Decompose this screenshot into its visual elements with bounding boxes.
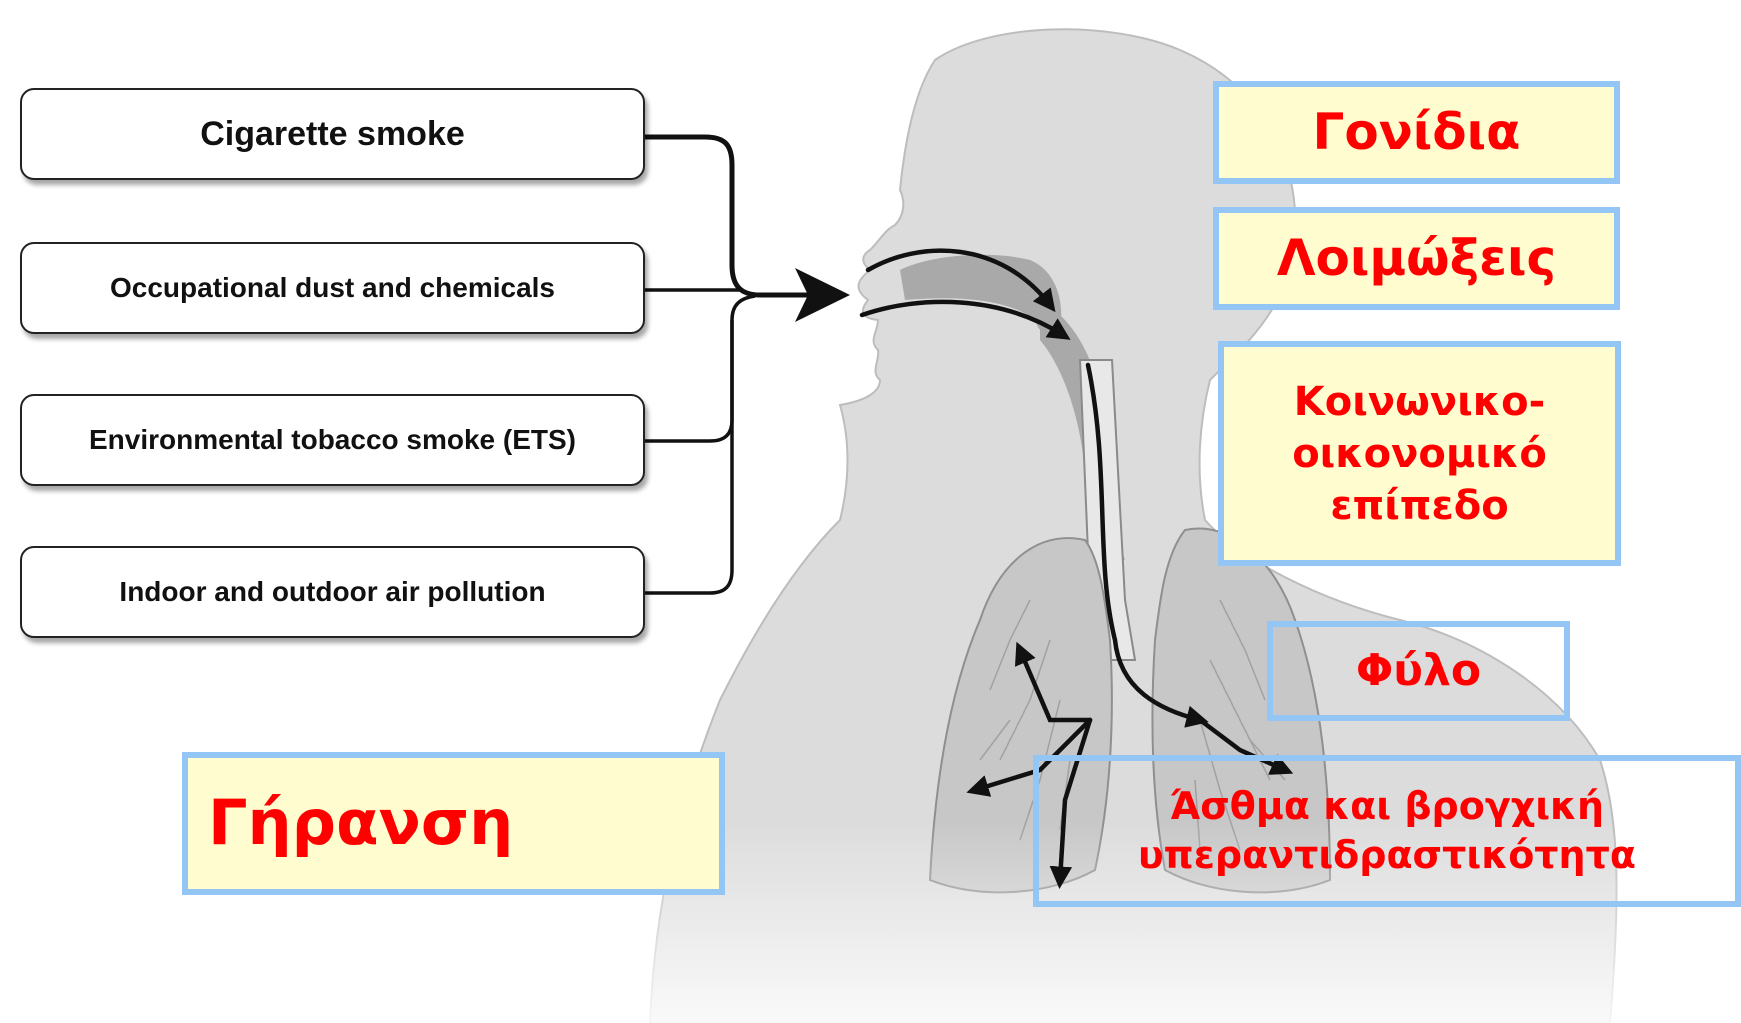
risk-label: Φύλο: [1356, 642, 1481, 699]
risk-label: Γονίδια: [1313, 100, 1521, 165]
risk-aging: Γήρανση: [182, 752, 725, 895]
risk-sex: Φύλο: [1267, 621, 1570, 721]
risk-label: Γήρανση: [208, 783, 513, 864]
risk-socioeconomic: Κοινωνικο- οικονομικό επίπεδο: [1218, 341, 1621, 566]
source-label: Environmental tobacco smoke (ETS): [89, 424, 576, 456]
risk-genes: Γονίδια: [1213, 81, 1620, 184]
risk-asthma: Άσθμα και βρογχική υπεραντιδραστικότητα: [1033, 755, 1741, 907]
source-ets: Environmental tobacco smoke (ETS): [20, 394, 645, 486]
risk-infections: Λοιμώξεις: [1213, 207, 1620, 310]
source-label: Cigarette smoke: [200, 115, 465, 154]
risk-label-line: Άσθμα και βρογχική: [1170, 782, 1604, 831]
source-occupational-dust: Occupational dust and chemicals: [20, 242, 645, 334]
risk-label-line: Κοινωνικο-: [1294, 376, 1545, 428]
source-cigarette-smoke: Cigarette smoke: [20, 88, 645, 180]
source-connectors: [645, 137, 820, 593]
risk-label-line: υπεραντιδραστικότητα: [1138, 831, 1636, 880]
source-label: Indoor and outdoor air pollution: [119, 576, 545, 608]
source-air-pollution: Indoor and outdoor air pollution: [20, 546, 645, 638]
risk-label: Λοιμώξεις: [1277, 226, 1556, 291]
risk-label-line: οικονομικό: [1292, 428, 1547, 480]
source-label: Occupational dust and chemicals: [110, 272, 555, 304]
risk-label-line: επίπεδο: [1330, 480, 1508, 532]
